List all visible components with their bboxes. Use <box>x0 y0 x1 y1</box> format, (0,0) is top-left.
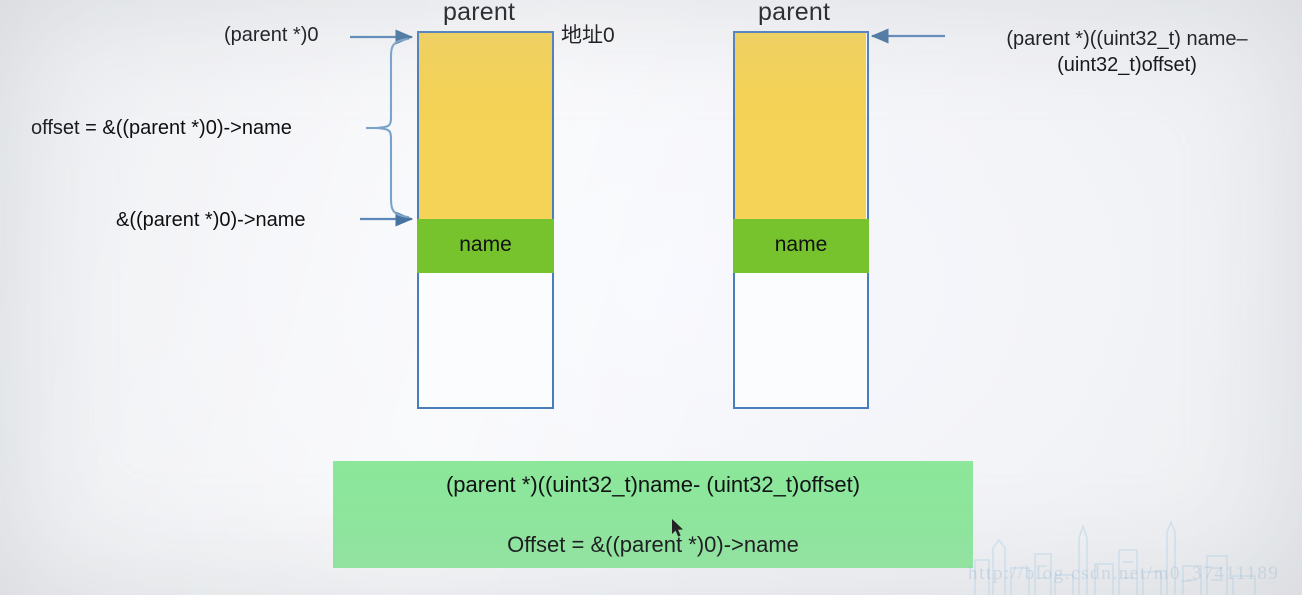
summary-banner: (parent *)((uint32_t)name- (uint32_t)off… <box>333 461 973 568</box>
left-box-title: parent <box>443 0 516 26</box>
summary-line-2: Offset = &((parent *)0)->name <box>507 532 799 557</box>
offset-brace <box>375 37 410 219</box>
left-name-segment-label: name <box>459 233 512 256</box>
annotation-offset-expression: offset = &((parent *)0)->name <box>31 117 292 139</box>
summary-line-1: (parent *)((uint32_t)name- (uint32_t)off… <box>445 472 861 497</box>
left-padding-segment <box>419 33 552 219</box>
left-name-segment: name <box>417 219 554 273</box>
annotation-container-of: (parent *)((uint32_t) name– (uint32_t)of… <box>1006 28 1248 76</box>
right-name-segment-label: name <box>774 233 828 256</box>
right-padding-segment <box>735 33 866 219</box>
annotation-address-of-name: &((parent *)0)->name <box>116 209 306 231</box>
annotation-cast-zero: (parent *)0 <box>224 24 319 46</box>
url-watermark: http://blog.csdn.net/m0_37411189 <box>968 563 1280 584</box>
skyline-watermark-graphic <box>974 520 1256 595</box>
mouse-cursor <box>672 519 683 537</box>
address-zero-label: 地址0 <box>561 24 615 47</box>
right-name-segment: name <box>733 219 869 273</box>
right-box-title: parent <box>758 0 831 26</box>
